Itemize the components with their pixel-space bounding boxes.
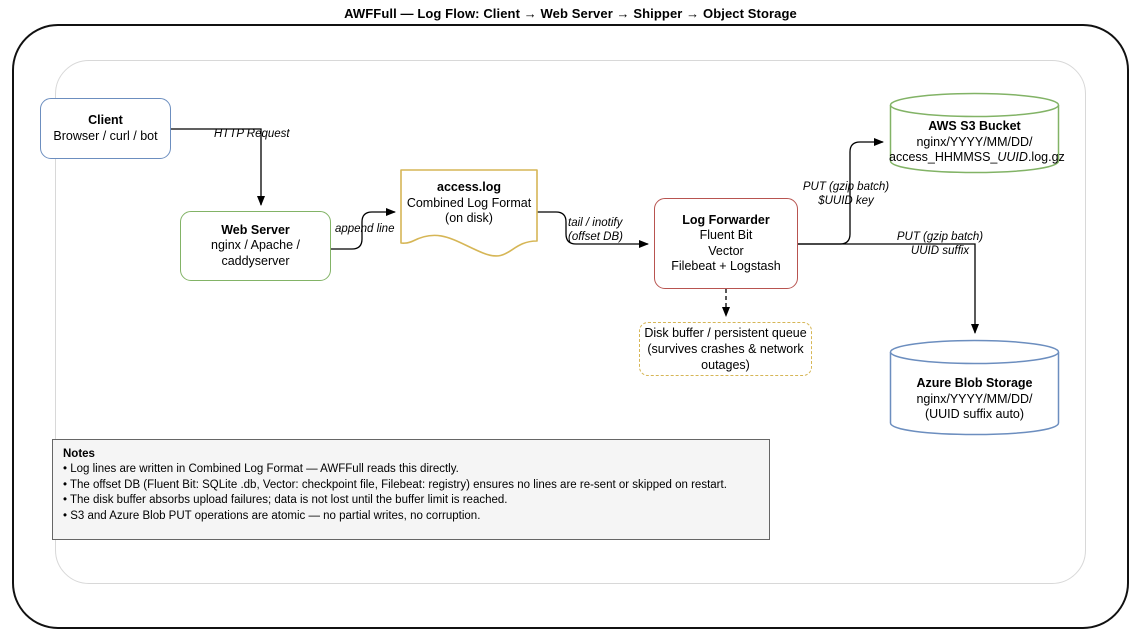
- edge-label-append-line-line-0: append line: [335, 223, 395, 235]
- node-web-server-line-1: caddyserver: [221, 253, 290, 268]
- node-log-forwarder-line-1: Vector: [708, 243, 744, 258]
- edge-label-append-line: append line: [335, 222, 394, 236]
- node-access-log-line-0: Combined Log Format: [406, 195, 532, 210]
- edge-label-http-request: HTTP Request: [214, 127, 290, 141]
- inner-frame: [55, 60, 1086, 584]
- node-disk-buffer-line-0: Disk buffer / persistent queue: [644, 326, 807, 340]
- node-web-server[interactable]: Web Server nginx / Apache / caddyserver: [180, 211, 331, 281]
- node-azure-line-0: nginx/YYYY/MM/DD/: [916, 391, 1033, 406]
- notes-heading: Notes: [63, 448, 95, 460]
- node-client-title: Client: [88, 113, 123, 127]
- node-web-server-line-0: nginx / Apache /: [211, 238, 300, 253]
- node-web-server-title: Web Server: [221, 222, 290, 237]
- outer-frame: [12, 24, 1129, 629]
- node-client-line-0: Browser / curl / bot: [53, 128, 158, 143]
- edge-label-put-azure: PUT (gzip batch) UUID suffix: [894, 230, 986, 258]
- edge-label-put-s3: PUT (gzip batch) $UUID key: [800, 180, 892, 208]
- node-aws-s3-bucket[interactable]: AWS S3 Bucket nginx/YYYY/MM/DD/ access_H…: [889, 92, 1065, 174]
- node-log-forwarder-line-0: Fluent Bit: [699, 228, 753, 242]
- document-shape-icon: [400, 169, 538, 257]
- node-disk-buffer-line-1: (survives crashes & network: [647, 342, 804, 356]
- note-item: • S3 and Azure Blob PUT operations are a…: [63, 509, 481, 522]
- s3-key-prefix: access_HHMMSS_: [889, 150, 998, 164]
- edge-label-tail-inotify: tail / inotify (offset DB): [568, 216, 623, 244]
- note-item: • The offset DB (Fluent Bit: SQLite .db,…: [63, 478, 727, 491]
- s3-key-uuid: UUID: [997, 150, 1028, 164]
- edge-label-put-azure-line-1: UUID suffix: [910, 245, 970, 257]
- node-aws-s3-line-0: nginx/YYYY/MM/DD/: [916, 134, 1033, 149]
- page-title: AWFFull — Log Flow: Client → Web Server …: [344, 6, 797, 21]
- node-disk-buffer-line-2: outages): [701, 358, 750, 372]
- node-access-log-title: access.log: [437, 180, 501, 194]
- node-azure-blob-storage[interactable]: Azure Blob Storage nginx/YYYY/MM/DD/ (UU…: [889, 339, 1060, 436]
- cylinder-shape-icon: [889, 339, 1060, 436]
- node-access-log[interactable]: access.log Combined Log Format (on disk): [400, 169, 538, 258]
- node-log-forwarder-title: Log Forwarder: [682, 212, 770, 227]
- note-item: • Log lines are written in Combined Log …: [63, 463, 459, 475]
- node-disk-buffer[interactable]: Disk buffer / persistent queue (survives…: [639, 322, 812, 376]
- edge-label-put-azure-line-0: PUT (gzip batch): [896, 231, 984, 243]
- node-aws-s3-key-line: access_HHMMSS_UUID.log.gz: [889, 150, 1065, 166]
- edge-label-http-request-line-0: HTTP Request: [214, 128, 290, 140]
- node-log-forwarder-line-2: Filebeat + Logstash: [671, 259, 781, 273]
- edge-label-put-s3-line-1: $UUID key: [818, 195, 874, 207]
- node-azure-title: Azure Blob Storage: [916, 376, 1033, 390]
- node-log-forwarder[interactable]: Log Forwarder Fluent Bit Vector Filebeat…: [654, 198, 798, 289]
- s3-key-suffix: .log.gz: [1027, 150, 1065, 164]
- edge-label-tail-inotify-line-0: tail / inotify: [568, 217, 623, 229]
- node-azure-line-1: (UUID suffix auto): [924, 407, 1025, 421]
- node-access-log-line-1: (on disk): [445, 211, 493, 225]
- notes-panel: Notes • Log lines are written in Combine…: [52, 439, 770, 540]
- edge-label-put-s3-line-0: PUT (gzip batch): [802, 181, 890, 193]
- note-item: • The disk buffer absorbs upload failure…: [63, 494, 508, 506]
- node-client[interactable]: Client Browser / curl / bot: [40, 98, 171, 159]
- cylinder-shape-icon: [889, 92, 1060, 174]
- edge-label-tail-inotify-line-1: (offset DB): [568, 231, 623, 243]
- node-aws-s3-title: AWS S3 Bucket: [928, 119, 1021, 133]
